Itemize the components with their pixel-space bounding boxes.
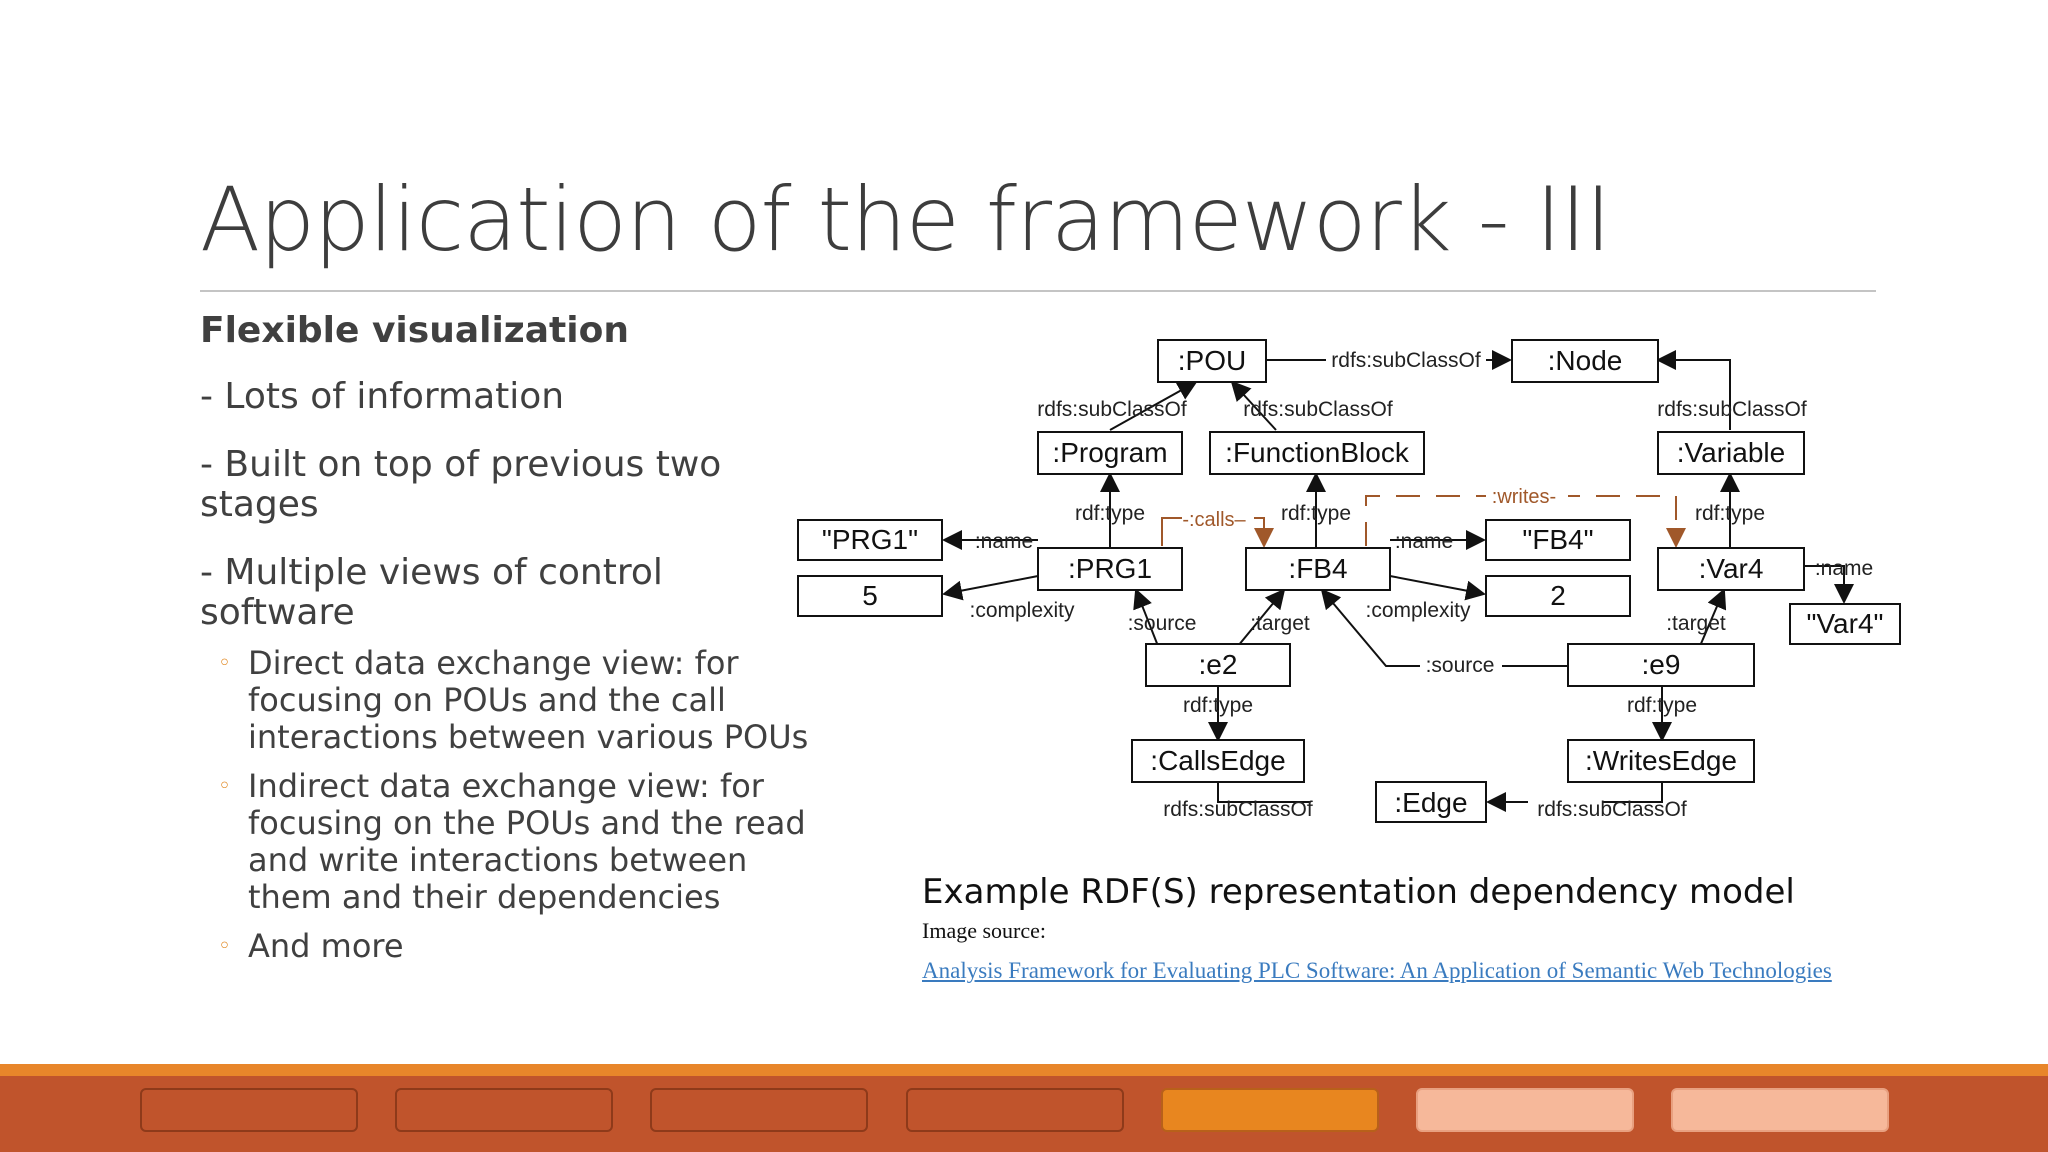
sub-bullet-text: And more	[248, 927, 404, 965]
sub-bullet: ◦ Indirect data exchange view: for focusi…	[200, 768, 820, 916]
node-pou: :POU	[1178, 345, 1246, 376]
figure-caption: Example RDF(S) representation dependency…	[922, 872, 1795, 912]
label-subclassof: rdfs:subClassOf	[1037, 398, 1187, 421]
nav-button-active[interactable]	[1161, 1088, 1379, 1132]
footer-bar	[0, 1076, 2048, 1152]
label-type: rdf:type	[1627, 694, 1697, 717]
node-program: :Program	[1052, 437, 1167, 468]
label-type: rdf:type	[1695, 502, 1765, 525]
label-complexity: :complexity	[969, 599, 1075, 622]
nav-button[interactable]	[140, 1088, 358, 1132]
node-callsedge: :CallsEdge	[1150, 745, 1285, 776]
node-complexity-5: 5	[862, 580, 878, 611]
nav-button[interactable]	[1416, 1088, 1634, 1132]
node-edge: :Edge	[1394, 787, 1467, 818]
label-subclassof: rdfs:subClassOf	[1163, 798, 1313, 821]
node-e9: :e9	[1642, 649, 1681, 680]
node-prg1-string: "PRG1"	[822, 524, 918, 555]
label-source: :source	[1128, 612, 1197, 635]
bullet-list: Flexible visualization - Lots of informa…	[200, 310, 820, 977]
label-subclassof: rdfs:subClassOf	[1657, 398, 1807, 421]
nav-button[interactable]	[906, 1088, 1124, 1132]
image-source-label: Image source:	[922, 918, 1046, 943]
node-variable: :Variable	[1677, 437, 1785, 468]
label-calls: -:calls–	[1182, 509, 1246, 531]
label-subclassof: rdfs:subClassOf	[1537, 798, 1687, 821]
sub-bullet-text: Direct data exchange view: for focusing …	[248, 644, 809, 756]
bullet-item: - Lots of information	[200, 376, 565, 417]
bullet-item: - Multiple views of control software	[200, 552, 663, 633]
label-type: rdf:type	[1075, 502, 1145, 525]
label-target: :target	[1666, 612, 1726, 635]
label-source: :source	[1426, 654, 1495, 677]
label-subclassof: rdfs:subClassOf	[1243, 398, 1393, 421]
circle-bullet-icon: ◦	[218, 774, 231, 799]
node-fb4: :FB4	[1288, 553, 1347, 584]
node-e2: :e2	[1199, 649, 1238, 680]
rdf-diagram: :POU :Node :Program :FunctionBlock :Vari…	[790, 330, 1910, 850]
node-var4: :Var4	[1699, 553, 1764, 584]
node-var4-string: "Var4"	[1807, 608, 1884, 639]
node-writesedge: :WritesEdge	[1585, 745, 1737, 776]
label-type: rdf:type	[1281, 502, 1351, 525]
bullet-item: - Built on top of previous two stages	[200, 444, 722, 525]
node-fb4-string: "FB4"	[1522, 524, 1593, 555]
circle-bullet-icon: ◦	[218, 651, 231, 676]
sub-bullet-text: Indirect data exchange view: for focusin…	[248, 767, 806, 916]
node-complexity-2: 2	[1550, 580, 1566, 611]
footer-accent-bar	[0, 1064, 2048, 1076]
label-complexity: :complexity	[1365, 599, 1471, 622]
section-heading: Flexible visualization	[200, 310, 629, 351]
circle-bullet-icon: ◦	[218, 934, 231, 959]
source-link[interactable]: Analysis Framework for Evaluating PLC So…	[922, 958, 1832, 983]
slide-title: Application of the framework - III	[200, 168, 1611, 271]
node-node: :Node	[1548, 345, 1623, 376]
nav-button[interactable]	[650, 1088, 868, 1132]
nav-button[interactable]	[1671, 1088, 1889, 1132]
label-type: rdf:type	[1183, 694, 1253, 717]
label-writes: :writes-	[1492, 486, 1556, 508]
label-target: :target	[1250, 612, 1310, 635]
sub-bullet: ◦ And more	[200, 928, 820, 965]
node-functionblock: :FunctionBlock	[1225, 437, 1410, 468]
label-name: :name	[1395, 530, 1453, 553]
label-name: :name	[975, 530, 1033, 553]
node-prg1: :PRG1	[1068, 553, 1152, 584]
sub-bullet: ◦ Direct data exchange view: for focusing…	[200, 645, 820, 756]
label-name: :name	[1815, 557, 1873, 580]
nav-button[interactable]	[395, 1088, 613, 1132]
title-divider	[200, 290, 1876, 292]
label-subclassof: rdfs:subClassOf	[1331, 349, 1481, 372]
